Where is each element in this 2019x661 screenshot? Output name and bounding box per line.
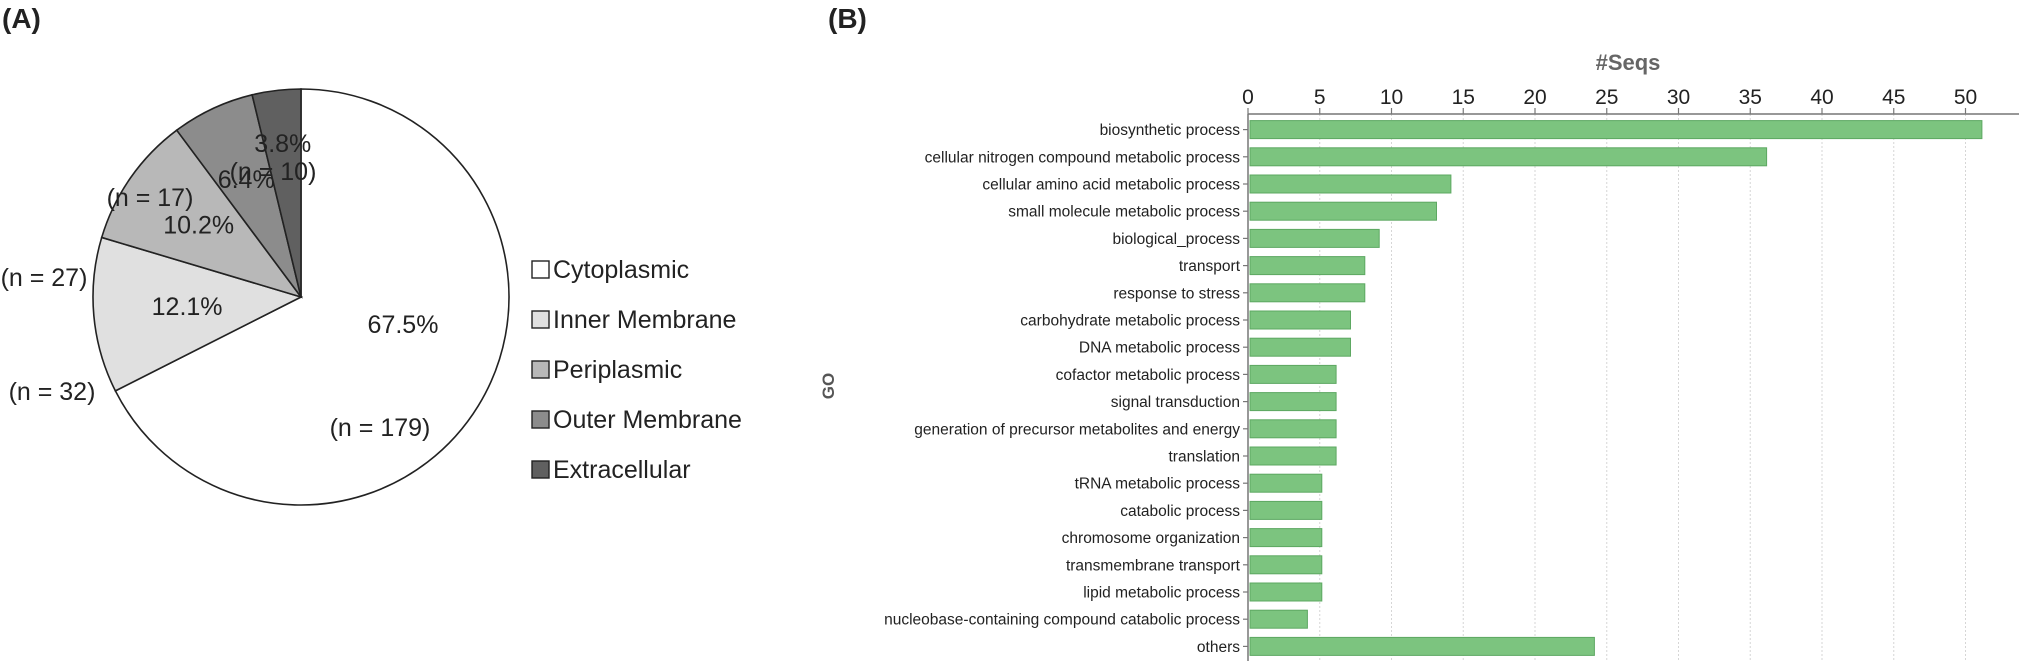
bar-catabolic-process bbox=[1249, 500, 1323, 520]
legend-label-extracellular: Extracellular bbox=[553, 456, 691, 484]
x-tick-label: 40 bbox=[1810, 86, 1833, 109]
pie-percent-label: 3.8% bbox=[254, 130, 311, 158]
pie-slice-inner-membrane bbox=[92, 236, 304, 392]
x-tick-label: 0 bbox=[1242, 86, 1254, 109]
panel-a-label: (A) bbox=[2, 3, 41, 34]
category-label: chromosome organization bbox=[1062, 530, 1240, 547]
x-tick-label: 15 bbox=[1452, 86, 1475, 109]
bar-cellular-nitrogen-compound-metabolic-process bbox=[1249, 147, 1768, 167]
legend-swatch-inner-membrane bbox=[531, 310, 550, 329]
category-label: small molecule metabolic process bbox=[1008, 204, 1240, 221]
category-label: response to stress bbox=[1113, 285, 1240, 302]
pie-count-label: (n = 10) bbox=[230, 158, 317, 186]
category-label: translation bbox=[1168, 449, 1240, 466]
legend-label-inner-membrane: Inner Membrane bbox=[553, 306, 736, 334]
legend-swatch-cytoplasmic bbox=[531, 260, 550, 279]
legend-swatch-outer-membrane bbox=[531, 410, 550, 429]
x-tick-label: 20 bbox=[1523, 86, 1546, 109]
pie-chart: 67.5% (n = 179) 12.1% (n = 32) 10.2% (n = 27)… bbox=[1, 88, 510, 506]
bar-translation bbox=[1249, 446, 1337, 466]
legend-swatch-periplasmic bbox=[531, 360, 550, 379]
panel-b-label: (B) bbox=[828, 3, 867, 34]
bar-lipid-metabolic-process bbox=[1249, 582, 1323, 602]
pie-slice-periplasmic bbox=[100, 129, 304, 299]
category-label: cellular nitrogen compound metabolic pro… bbox=[925, 149, 1241, 166]
bar-trna-metabolic-process bbox=[1249, 473, 1323, 493]
x-tick-label: 45 bbox=[1882, 86, 1905, 109]
bar-others bbox=[1249, 636, 1595, 656]
bar-transmembrane-transport bbox=[1249, 555, 1323, 575]
category-label: biosynthetic process bbox=[1100, 122, 1241, 139]
bar-cellular-amino-acid-metabolic-process bbox=[1249, 174, 1452, 194]
x-axis-title: #Seqs bbox=[1596, 50, 1661, 75]
category-label: transport bbox=[1179, 258, 1241, 275]
x-tick-label: 35 bbox=[1739, 86, 1762, 109]
bar-carbohydrate-metabolic-process bbox=[1249, 310, 1351, 330]
x-tick-label: 25 bbox=[1595, 86, 1618, 109]
category-label: lipid metabolic process bbox=[1083, 585, 1240, 602]
bar-dna-metabolic-process bbox=[1249, 337, 1351, 357]
legend-swatch-extracellular bbox=[531, 460, 550, 479]
category-label: transmembrane transport bbox=[1066, 557, 1241, 574]
pie-count-label: (n = 27) bbox=[1, 264, 88, 292]
category-label: generation of precursor metabolites and … bbox=[914, 421, 1240, 438]
category-label: carbohydrate metabolic process bbox=[1020, 313, 1240, 330]
legend-label-periplasmic: Periplasmic bbox=[553, 356, 682, 384]
pie-slice-extracellular bbox=[251, 88, 302, 298]
bar-generation-of-precursor-metabolites-and-energy bbox=[1249, 419, 1337, 439]
bar-biosynthetic-process bbox=[1249, 120, 1983, 140]
category-label: cellular amino acid metabolic process bbox=[982, 177, 1240, 194]
bar-response-to-stress bbox=[1249, 283, 1366, 303]
category-label: catabolic process bbox=[1120, 503, 1240, 520]
bar-small-molecule-metabolic-process bbox=[1249, 201, 1437, 221]
pie-count-label: (n = 179) bbox=[330, 414, 431, 442]
x-tick-label: 30 bbox=[1667, 86, 1690, 109]
y-axis-title: GO bbox=[819, 373, 838, 399]
category-label: biological_process bbox=[1112, 231, 1240, 248]
x-tick-label: 5 bbox=[1314, 86, 1326, 109]
bar-biological-process bbox=[1249, 228, 1380, 248]
bar-signal-transduction bbox=[1249, 392, 1337, 412]
x-tick-label: 50 bbox=[1954, 86, 1977, 109]
category-label: nucleobase-containing compound catabolic… bbox=[884, 612, 1240, 629]
pie-percent-label: 10.2% bbox=[163, 212, 234, 240]
category-label: tRNA metabolic process bbox=[1075, 476, 1241, 493]
bar-chromosome-organization bbox=[1249, 528, 1323, 548]
pie-percent-label: 12.1% bbox=[152, 293, 223, 321]
x-tick-label: 10 bbox=[1380, 86, 1403, 109]
bar-cofactor-metabolic-process bbox=[1249, 364, 1337, 384]
category-label: others bbox=[1197, 639, 1240, 656]
pie-count-label: (n = 17) bbox=[107, 184, 194, 212]
legend-label-cytoplasmic: Cytoplasmic bbox=[553, 256, 689, 284]
legend-label-outer-membrane: Outer Membrane bbox=[553, 406, 742, 434]
pie-percent-label: 6.4% bbox=[218, 166, 275, 194]
category-label: DNA metabolic process bbox=[1079, 340, 1240, 357]
bar-transport bbox=[1249, 256, 1366, 276]
category-label: signal transduction bbox=[1111, 394, 1240, 411]
pie-count-label: (n = 32) bbox=[9, 378, 96, 406]
pie-slice-cytoplasmic bbox=[114, 88, 510, 506]
bar-nucleobase-containing-compound-catabolic-process bbox=[1249, 609, 1308, 629]
category-label: cofactor metabolic process bbox=[1056, 367, 1241, 384]
pie-percent-label: 67.5% bbox=[368, 311, 439, 339]
